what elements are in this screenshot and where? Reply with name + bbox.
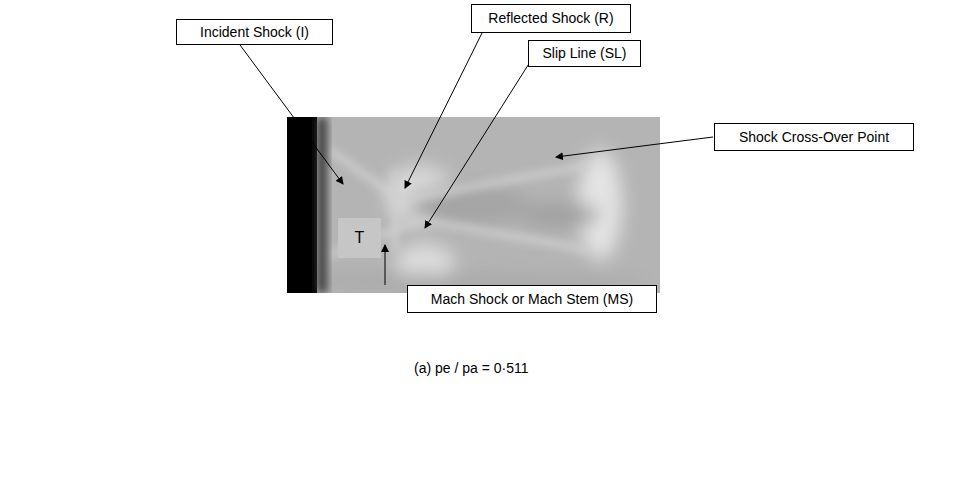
photo xyxy=(287,117,660,293)
point-marker: T xyxy=(338,218,381,258)
callout-box: Incident Shock (I) xyxy=(176,19,333,45)
callout-box: Mach Shock or Mach Stem (MS) xyxy=(407,285,657,313)
callout-label: Shock Cross-Over Point xyxy=(739,129,889,146)
callout-box: Slip Line (SL) xyxy=(528,40,641,67)
callout-label: T xyxy=(355,228,365,247)
leader-lines xyxy=(240,33,713,285)
callout-box: Reflected Shock (R) xyxy=(471,4,631,33)
callout-label: Reflected Shock (R) xyxy=(488,10,613,27)
callout-box: Shock Cross-Over Point xyxy=(714,123,914,151)
callout-label: Slip Line (SL) xyxy=(542,45,626,62)
callout-label: Mach Shock or Mach Stem (MS) xyxy=(431,291,633,308)
callout-label: Incident Shock (I) xyxy=(200,24,309,41)
figure-caption: (a) pe / pa = 0·511 xyxy=(414,360,529,376)
